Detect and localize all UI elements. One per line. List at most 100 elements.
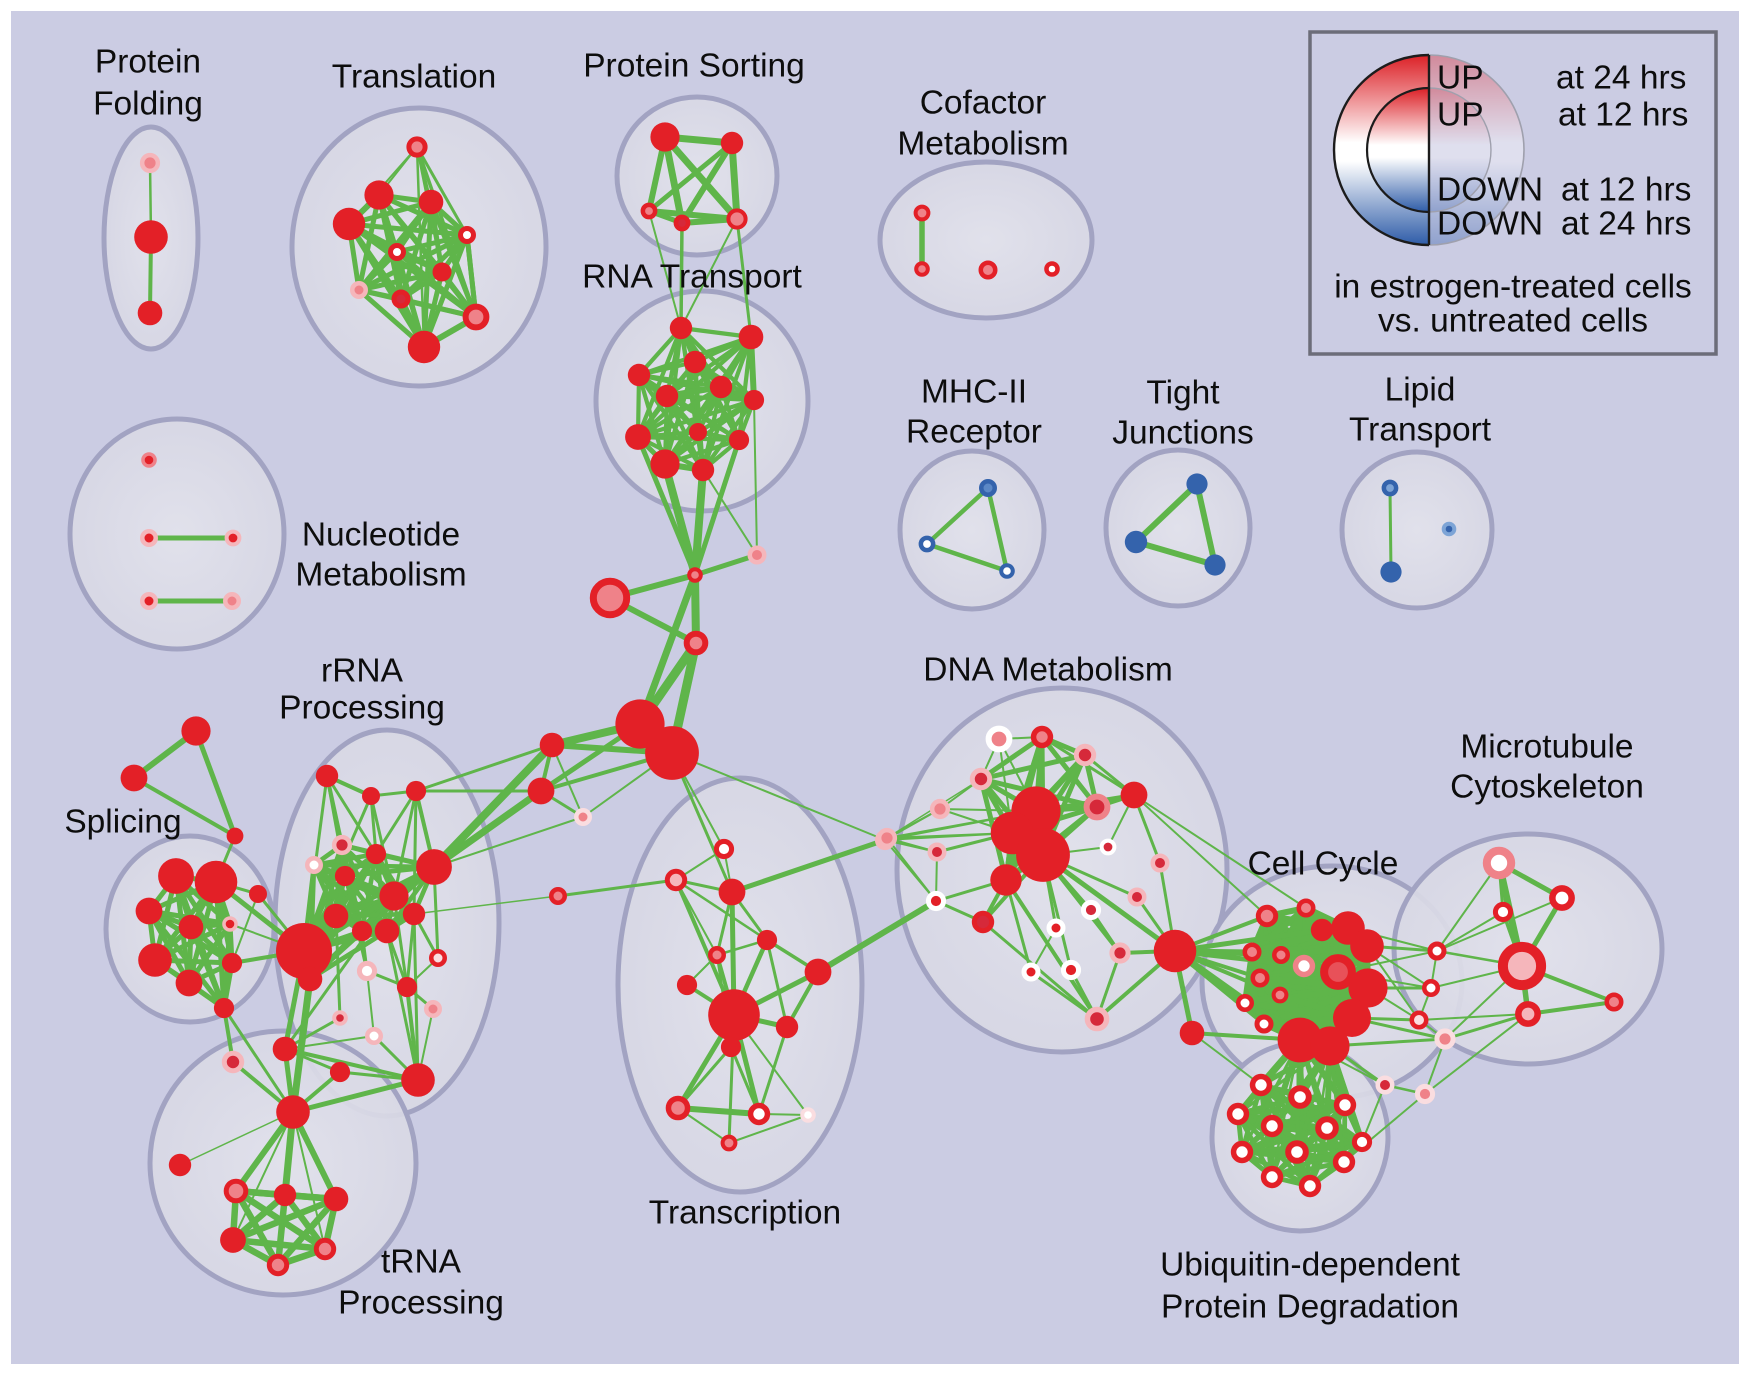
node-cf2 — [914, 261, 930, 277]
edge-mt5-mt6 — [1526, 1000, 1616, 1016]
node-c10 — [1250, 968, 1270, 988]
cluster-label-transcription-line1: Transcription — [649, 1195, 841, 1232]
cluster-ellipse-tight-junctions — [1103, 447, 1253, 609]
cluster-label-protein-folding-line2: Folding — [93, 86, 203, 123]
edge-rt6-rt7 — [664, 393, 757, 403]
node-u1 — [1249, 1073, 1273, 1097]
node-d24 — [1153, 929, 1197, 973]
node-r3 — [405, 780, 427, 802]
edge-sp9-r24 — [222, 1006, 295, 1114]
edge-m3-mt6 — [1418, 1013, 1529, 1021]
edge-tj2-tj3 — [1133, 539, 1218, 568]
edge-pl1-rt12 — [702, 469, 758, 556]
edge-rt7-rt11 — [662, 397, 757, 467]
edge-r6-r11 — [359, 851, 379, 934]
node-sp3 — [135, 897, 163, 925]
node-m1 — [1427, 941, 1447, 961]
legend-direction-3: DOWN — [1437, 172, 1543, 209]
node-d21 — [1109, 942, 1131, 964]
node-mt1 — [1482, 846, 1516, 880]
edge-ps2-ps3 — [646, 140, 735, 214]
node-stb — [120, 764, 148, 792]
node-mc2 — [527, 777, 555, 805]
node-c1 — [1255, 904, 1279, 928]
node-tr9 — [391, 289, 411, 309]
node-lt2 — [1441, 521, 1457, 537]
node-r12 — [374, 918, 400, 944]
node-rt2 — [738, 324, 764, 350]
node-sp1 — [158, 858, 194, 894]
node-pf2 — [134, 220, 168, 254]
node-d22 — [1021, 962, 1041, 982]
node-t5 — [313, 1237, 337, 1261]
node-d19 — [1080, 899, 1102, 921]
legend-box — [1308, 30, 1718, 356]
edge-t3-t4 — [229, 1195, 340, 1244]
cluster-label-lipid-transport-line2: Transport — [1349, 412, 1492, 449]
node-u6 — [1315, 1116, 1339, 1140]
cluster-label-nucleotide-metabolism-line2: Metabolism — [295, 557, 466, 594]
edge-rt4-rt7 — [636, 372, 757, 403]
node-t1 — [223, 1178, 249, 1204]
node-u2 — [1288, 1085, 1312, 1109]
edge-r24-t4 — [232, 1111, 294, 1241]
cluster-label-rrna-processing-line2: Processing — [279, 690, 445, 727]
node-ps3 — [640, 202, 658, 220]
legend-ring-outline — [1332, 53, 1430, 247]
edge-pl1-rt7 — [753, 399, 758, 556]
edge-r13-r22 — [412, 912, 420, 1082]
node-u5 — [1260, 1114, 1284, 1138]
edge-mh1-mh2 — [924, 485, 991, 547]
node-r22 — [401, 1063, 435, 1097]
node-sp10 — [249, 885, 267, 903]
node-r6 — [365, 843, 387, 865]
edge-d26-u1 — [1191, 1032, 1262, 1086]
node-rt7 — [743, 389, 765, 411]
node-rt8 — [625, 424, 651, 450]
edge-tr5-tr6 — [394, 232, 470, 255]
cluster-label-lipid-transport-line1: Lipid — [1385, 372, 1456, 409]
edge-d6-d2 — [1040, 735, 1136, 797]
node-c6 — [1242, 942, 1262, 962]
node-mt5 — [1604, 992, 1624, 1012]
edge-rt12-j1 — [691, 466, 707, 579]
edge-r3-r13 — [412, 789, 418, 916]
node-m3 — [1409, 1010, 1429, 1030]
node-r13 — [402, 902, 426, 926]
node-sub — [297, 966, 323, 992]
node-mc1 — [539, 732, 565, 758]
edge-hub2-dbr — [671, 752, 886, 841]
node-nm5 — [223, 592, 241, 610]
node-d15 — [990, 864, 1022, 896]
cluster-label-mhc-ii-receptor-line1: MHC-II — [921, 374, 1027, 411]
edge-txD-txI — [765, 938, 789, 1029]
node-tj1 — [1186, 473, 1208, 495]
node-u9 — [1285, 1140, 1309, 1164]
node-sp6 — [138, 943, 172, 977]
edge-r22-r24 — [290, 1077, 421, 1115]
node-r1 — [315, 764, 339, 788]
edge-tr1-tr10 — [415, 145, 478, 319]
node-r7 — [334, 865, 356, 887]
cluster-label-cofactor-metabolism-line1: Cofactor — [920, 85, 1047, 122]
node-txM — [800, 1107, 816, 1123]
network-nodes — [120, 122, 1624, 1277]
node-d3 — [1073, 743, 1097, 767]
edge-mc1-r8 — [430, 741, 556, 871]
node-mh2 — [918, 535, 936, 553]
edge-d15-d25 — [1004, 878, 1099, 1021]
node-c8 — [1292, 954, 1316, 978]
legend-ring-outline — [1365, 86, 1430, 214]
edge-txM-txN — [728, 1114, 809, 1144]
node-tr5 — [458, 226, 476, 244]
legend-time-1: at 24 hrs — [1556, 60, 1686, 97]
node-r10 — [323, 903, 349, 929]
edge-txI-txL — [757, 1025, 789, 1116]
node-r18 — [365, 1027, 383, 1045]
node-hub304 — [276, 923, 332, 979]
node-pf1 — [139, 152, 161, 174]
edge-txJ-txL — [729, 1045, 761, 1116]
edge-tj1-tj3 — [1194, 481, 1218, 568]
edge-rt7-rt12 — [700, 397, 757, 473]
